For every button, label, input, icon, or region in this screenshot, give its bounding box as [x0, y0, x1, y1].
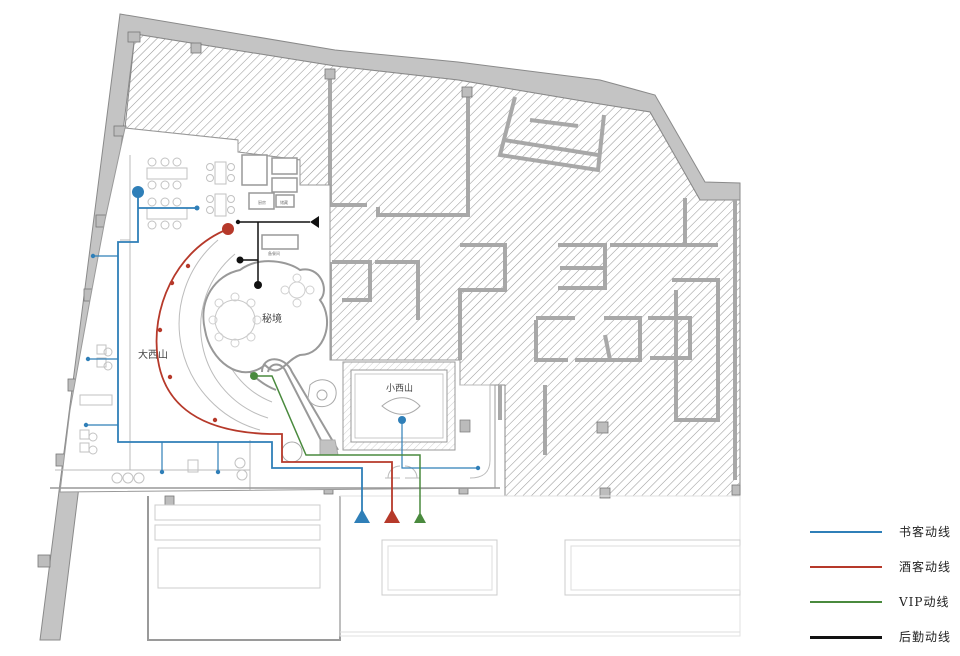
- legend-label: 书客动线: [899, 525, 952, 539]
- legend: 书客动线 酒客动线 VIP动线 后勤动线: [800, 520, 960, 656]
- service-route-nodes: [235, 216, 319, 289]
- legend-line-black: [810, 636, 882, 639]
- hatched-interior-walls: [328, 72, 737, 480]
- legend-label: VIP动线: [899, 595, 950, 609]
- svg-text:储藏: 储藏: [280, 199, 288, 205]
- vip-route-nodes: [250, 372, 426, 523]
- room-label-secret: 秘境: [262, 312, 282, 325]
- room-label-big-xishan: 大西山: [138, 348, 168, 361]
- legend-label: 酒客动线: [899, 560, 952, 574]
- legend-item-wine-route: 酒客动线: [800, 557, 960, 577]
- legend-item-vip-route: VIP动线: [800, 592, 960, 612]
- legend-line-blue: [810, 531, 882, 533]
- vip-corridor: [261, 358, 339, 451]
- dining-furniture: [79, 157, 248, 484]
- legend-label: 后勤动线: [899, 630, 952, 644]
- wine-route-nodes: [157, 223, 400, 523]
- legend-line-red: [810, 566, 882, 568]
- legend-line-green: [810, 601, 882, 603]
- lounge-furniture: [281, 379, 339, 463]
- wine-route: [155, 228, 393, 513]
- svg-text:备餐间: 备餐间: [268, 250, 280, 256]
- bottom-area: [147, 495, 741, 641]
- secret-room: 秘境: [202, 260, 329, 374]
- room-label-small-xishan: 小西山: [386, 383, 413, 394]
- small-xishan-room: 小西山: [342, 361, 491, 479]
- legend-item-book-route: 书客动线: [800, 522, 960, 542]
- legend-item-service-route: 后勤动线: [800, 627, 960, 647]
- book-route-nodes: [83, 186, 481, 523]
- vip-route: [254, 375, 421, 513]
- service-rooms: 厨房 储藏 备餐间: [241, 154, 299, 256]
- book-route: [86, 192, 478, 513]
- svg-text:厨房: 厨房: [258, 199, 266, 205]
